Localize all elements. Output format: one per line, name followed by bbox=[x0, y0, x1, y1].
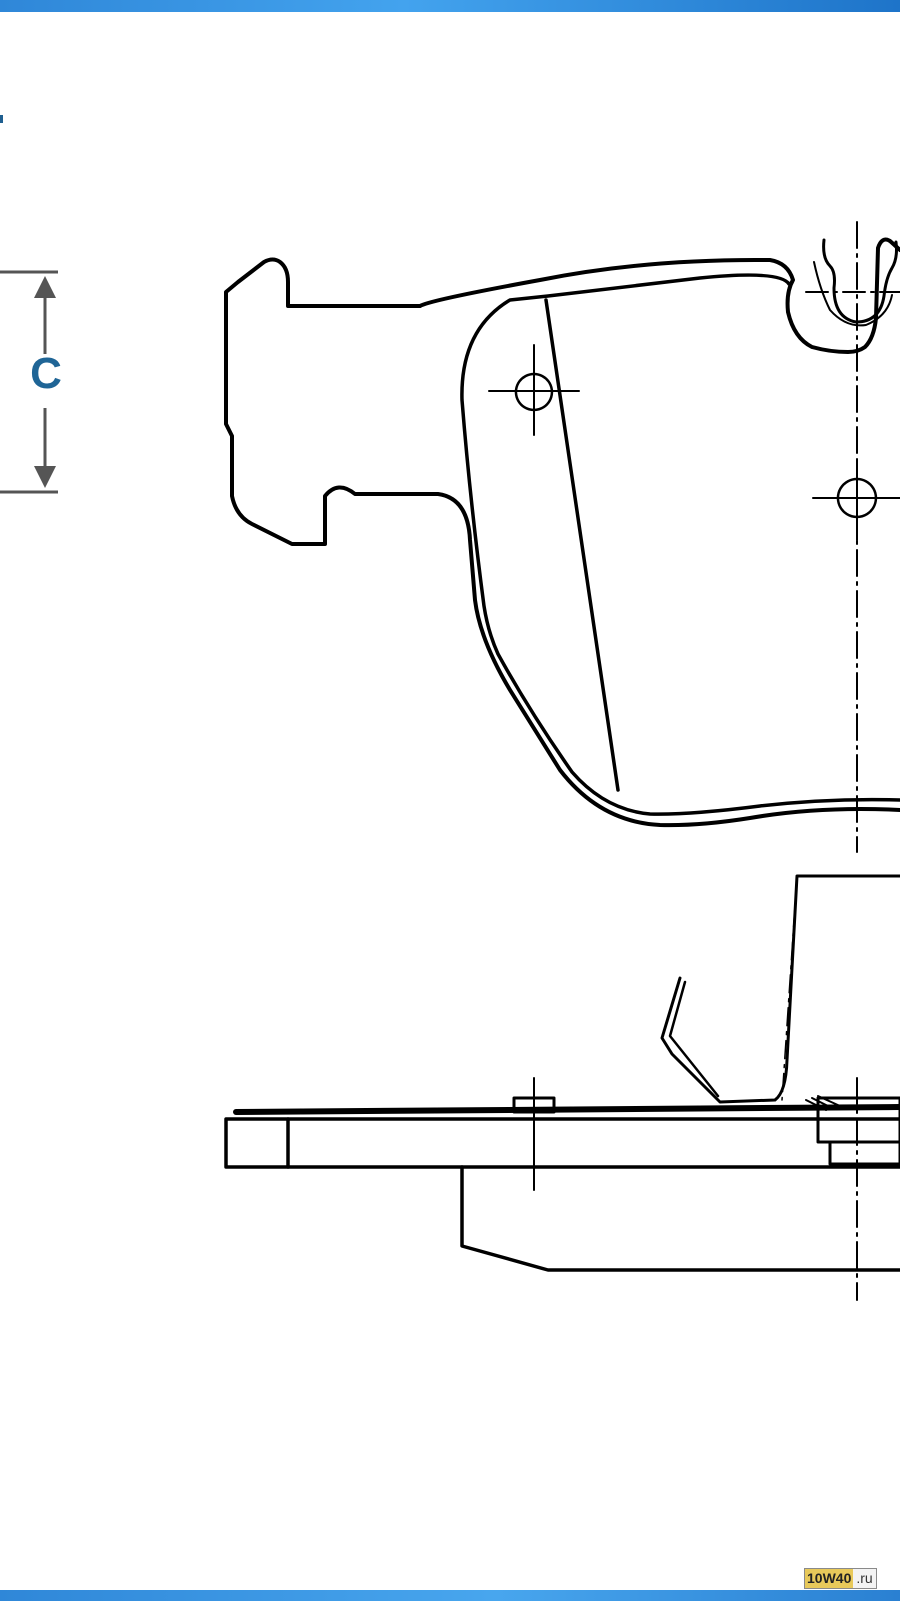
dimension-arrow-down bbox=[34, 466, 56, 488]
dimension-arrow-up bbox=[34, 276, 56, 298]
spring-clip-outline bbox=[660, 874, 900, 1104]
clip-slot-inner bbox=[813, 261, 893, 327]
bottom-accent-band bbox=[0, 1590, 900, 1601]
spring-clip-centerline bbox=[781, 875, 798, 1101]
dimension-label-c: C bbox=[30, 349, 62, 398]
pin-hole-right bbox=[836, 477, 878, 519]
site-watermark-logo: 10W40 .ru bbox=[804, 1568, 877, 1589]
watermark-domain: .ru bbox=[853, 1569, 876, 1588]
spring-clip-inner bbox=[668, 980, 720, 1098]
side-plate-shim bbox=[233, 1104, 900, 1115]
backing-plate-outline bbox=[224, 237, 900, 828]
friction-lining-outline bbox=[460, 273, 900, 816]
lining-chamfer-line bbox=[544, 298, 620, 792]
dimension-c bbox=[0, 270, 58, 494]
spring-clip-foot bbox=[805, 1095, 841, 1111]
pin-hole-left bbox=[514, 372, 554, 412]
side-friction-lining bbox=[460, 1165, 900, 1272]
edge-mark bbox=[0, 115, 3, 123]
watermark-brand: 10W40 bbox=[805, 1569, 854, 1588]
side-backing-plate bbox=[224, 1117, 900, 1169]
rivet-base-right bbox=[828, 1140, 900, 1166]
top-accent-band bbox=[0, 0, 900, 12]
